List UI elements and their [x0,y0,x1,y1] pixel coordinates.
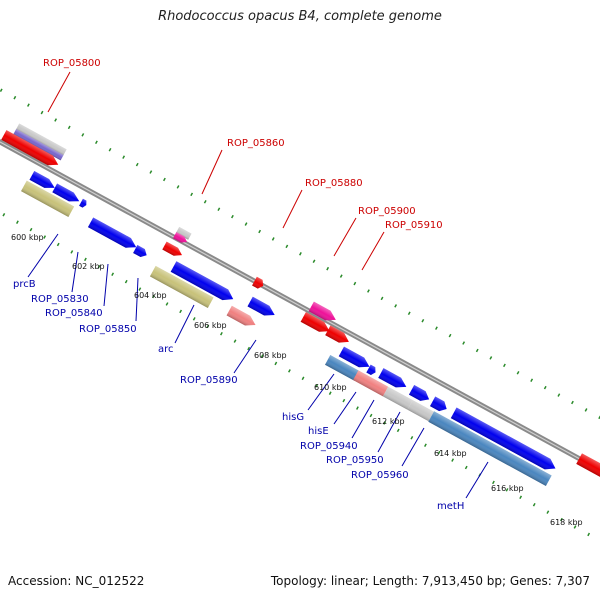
gene-feature[interactable] [15,123,67,156]
gene-feature[interactable] [576,453,600,483]
gene-feature[interactable] [170,261,236,304]
dots-upper [0,87,600,420]
gene-feature[interactable] [338,346,372,372]
kbp-scale: 600 kbp 602 kbp 604 kbp 606 kbp 608 kbp 610 k… [11,233,583,527]
gene-label[interactable]: arc [158,344,174,355]
tick-label: 616 kbp [491,484,524,493]
gene-feature[interactable] [382,386,413,410]
gene-feature[interactable] [407,400,434,422]
gene-feature[interactable] [162,241,184,259]
leader-line [333,391,357,425]
tick-label: 612 kbp [372,417,405,426]
gene-features [1,123,600,487]
tick-label: 600 kbp [11,233,44,242]
gene-feature[interactable] [87,217,139,252]
gene-feature[interactable] [175,226,192,240]
leader-line [333,217,357,257]
leader-line [135,277,139,322]
gene-label[interactable]: hisE [308,426,329,437]
gene-feature[interactable] [133,245,149,259]
gene-label[interactable]: ROP_05850 [79,324,137,335]
accession-text: Accession: NC_012522 [8,574,145,588]
leader-line [47,71,71,113]
leader-line [201,149,223,195]
strand-dot-guides [0,87,600,543]
leader-line [174,304,195,344]
tick-label: 604 kbp [134,291,167,300]
leader-line [307,373,335,411]
gene-feature[interactable] [173,232,189,245]
tick-label: 608 kbp [254,351,287,360]
leader-line [351,399,375,439]
gene-feature[interactable] [366,364,377,377]
leader-line [377,411,401,453]
gene-label[interactable]: ROP_05940 [300,441,358,452]
gene-feature[interactable] [325,325,351,347]
gene-feature[interactable] [430,396,449,413]
tick-label: 618 kbp [550,518,583,527]
tick-label: 606 kbp [194,321,227,330]
map-title: Rhodococcus opacus B4, complete genome [158,9,442,24]
gene-feature[interactable] [226,305,259,330]
gene-label[interactable]: ROP_05830 [31,294,89,305]
gene-feature[interactable] [29,171,57,192]
gene-label[interactable]: ROP_05910 [385,220,443,231]
gene-feature[interactable] [13,129,64,161]
leader-line [103,263,109,307]
gene-feature[interactable] [300,312,333,336]
tick-label: 610 kbp [314,383,347,392]
tick-label: 614 kbp [434,449,467,458]
leader-line [233,339,257,374]
gene-feature[interactable] [252,276,266,291]
genome-summary-text: Topology: linear; Length: 7,913,450 bp; … [270,574,590,588]
gene-label[interactable]: prcB [13,279,36,290]
gene-feature[interactable] [21,180,75,218]
gene-label[interactable]: ROP_05840 [45,308,103,319]
gene-feature[interactable] [52,183,81,205]
gene-label[interactable]: metH [437,501,464,512]
gene-feature[interactable] [79,198,88,209]
gene-feature[interactable] [149,265,214,309]
label-leader-lines [27,71,489,499]
gene-label[interactable]: hisG [282,412,304,423]
gene-feature[interactable] [408,384,432,404]
leader-line [465,461,489,499]
gene-feature[interactable] [353,370,389,397]
gene-label[interactable]: ROP_05800 [43,58,101,69]
gene-label[interactable]: ROP_05860 [227,138,285,149]
tick-label: 602 kbp [72,262,105,271]
gene-feature[interactable] [428,411,552,487]
gene-feature[interactable] [247,296,277,320]
gene-label[interactable]: ROP_05890 [180,375,238,386]
leader-line [361,231,385,271]
leader-line [401,427,425,467]
gene-feature[interactable] [325,355,361,381]
gene-feature[interactable] [378,368,409,392]
leader-line [27,233,59,278]
gene-label[interactable]: ROP_05880 [305,178,363,189]
dots-lower [0,210,600,543]
gene-label[interactable]: ROP_05950 [326,455,384,466]
gene-label[interactable]: ROP_05960 [351,470,409,481]
gene-feature[interactable] [450,407,559,474]
leader-line [71,251,79,293]
leader-line [282,189,303,229]
gene-labels[interactable]: ROP_05800ROP_05860ROP_05880ROP_05900ROP_… [13,58,464,512]
gene-feature[interactable] [1,130,61,169]
gene-label[interactable]: ROP_05900 [358,206,416,217]
gene-feature[interactable] [308,301,339,325]
